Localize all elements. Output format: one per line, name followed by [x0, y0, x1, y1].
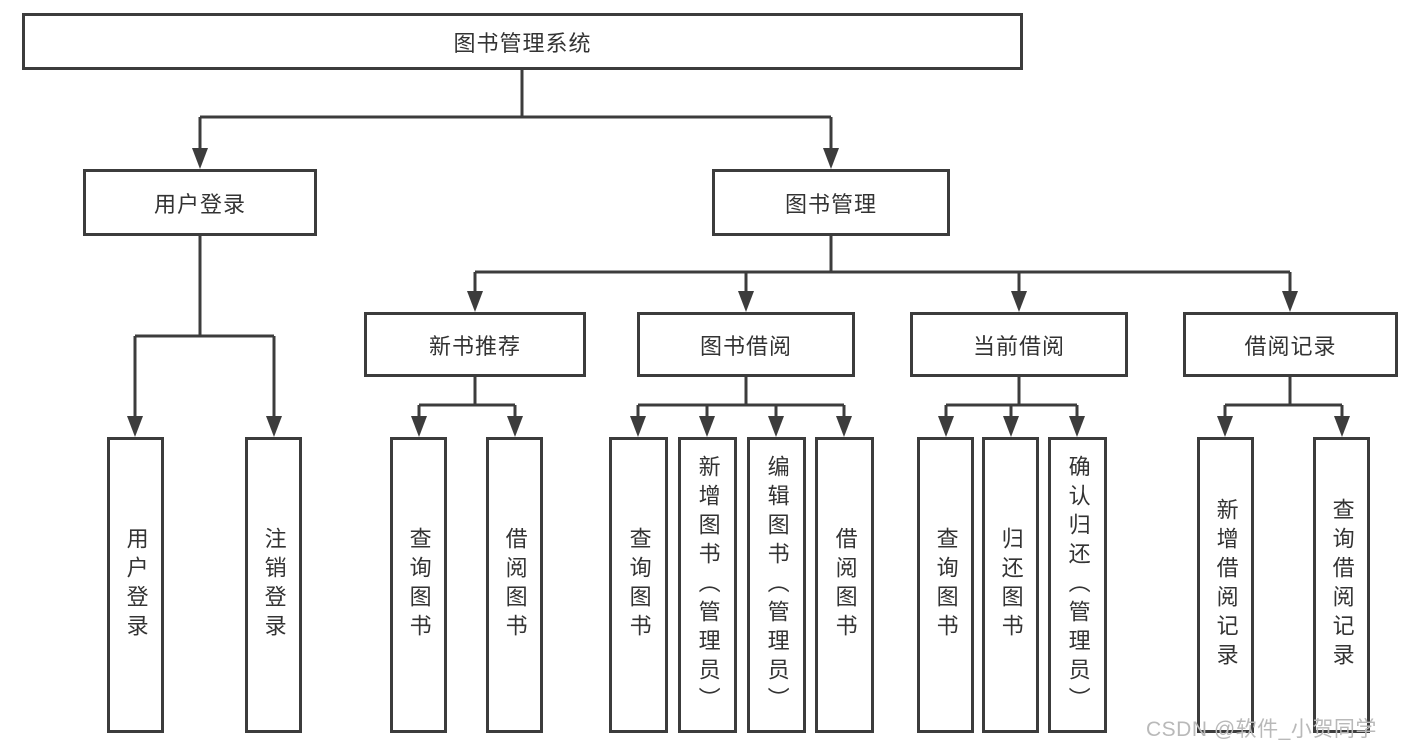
- node-user-login-label: 用户登录: [153, 191, 246, 217]
- node-borrow-records: 借阅记录: [1183, 312, 1398, 377]
- arrowhead-login: [192, 148, 208, 169]
- arrowheads: [127, 148, 1350, 437]
- leaf-add-borrow-record-label: 新增借阅记录: [1213, 498, 1239, 672]
- leaf-user-login-label: 用户登录: [123, 527, 149, 643]
- leaf-current-query-books: 查询图书: [917, 437, 974, 733]
- node-book-borrow-label: 图书借阅: [699, 333, 792, 359]
- node-book-management: 图书管理: [712, 169, 950, 236]
- arrowhead-login-leaf-2: [266, 416, 282, 437]
- node-current-borrow-label: 当前借阅: [972, 333, 1065, 359]
- arrowhead-recommend: [467, 291, 483, 312]
- leaf-recommend-borrow-books: 借阅图书: [486, 437, 543, 733]
- node-borrow-records-label: 借阅记录: [1244, 333, 1337, 359]
- leaf-borrow-add-books-admin: 新增图书（管理员）: [678, 437, 737, 733]
- leaf-user-login: 用户登录: [107, 437, 164, 733]
- leaf-borrow-edit-books-admin: 编辑图书（管理员）: [747, 437, 806, 733]
- arrowhead-borrow-leaf-1: [630, 416, 646, 437]
- arrowhead-records-leaf-2: [1334, 416, 1350, 437]
- node-book-management-label: 图书管理: [784, 191, 877, 217]
- leaf-logout: 注销登录: [245, 437, 302, 733]
- arrowhead-borrow-leaf-4: [836, 416, 852, 437]
- leaf-current-return-books-label: 归还图书: [998, 527, 1024, 643]
- leaf-current-confirm-return-admin: 确认归还（管理员）: [1048, 437, 1107, 733]
- node-new-book-recommend: 新书推荐: [364, 312, 586, 377]
- arrowhead-current: [1011, 291, 1027, 312]
- leaf-borrow-borrow-books: 借阅图书: [815, 437, 874, 733]
- csdn-watermark: CSDN @软件_小贺同学: [1146, 718, 1377, 741]
- arrowhead-borrow: [738, 291, 754, 312]
- leaf-recommend-borrow-books-label: 借阅图书: [502, 527, 528, 643]
- arrowhead-current-leaf-1: [938, 416, 954, 437]
- node-library-system: 图书管理系统: [22, 13, 1023, 70]
- node-new-book-recommend-label: 新书推荐: [428, 333, 521, 359]
- arrowhead-current-leaf-2: [1003, 416, 1019, 437]
- leaf-recommend-query-books-label: 查询图书: [406, 527, 432, 643]
- leaf-logout-label: 注销登录: [261, 527, 287, 643]
- node-current-borrow: 当前借阅: [910, 312, 1128, 377]
- arrowhead-recommend-leaf-1: [411, 416, 427, 437]
- leaf-recommend-query-books: 查询图书: [390, 437, 447, 733]
- leaf-current-return-books: 归还图书: [982, 437, 1039, 733]
- node-book-borrow: 图书借阅: [637, 312, 855, 377]
- leaf-borrow-borrow-books-label: 借阅图书: [832, 527, 858, 643]
- leaf-query-borrow-record-label: 查询借阅记录: [1329, 498, 1355, 672]
- node-user-login: 用户登录: [83, 169, 317, 236]
- leaf-current-confirm-return-admin-label: 确认归还（管理员）: [1065, 454, 1091, 716]
- arrowhead-records-leaf-1: [1217, 416, 1233, 437]
- arrowhead-borrow-leaf-2: [699, 416, 715, 437]
- arrowhead-bookmgmt: [823, 148, 839, 169]
- leaf-add-borrow-record: 新增借阅记录: [1197, 437, 1254, 733]
- leaf-borrow-add-books-admin-label: 新增图书（管理员）: [695, 454, 721, 716]
- arrowhead-records: [1282, 291, 1298, 312]
- arrowhead-recommend-leaf-2: [507, 416, 523, 437]
- leaf-query-borrow-record: 查询借阅记录: [1313, 437, 1370, 733]
- node-library-system-label: 图书管理系统: [453, 30, 592, 56]
- arrowhead-borrow-leaf-3: [768, 416, 784, 437]
- arrowhead-login-leaf-1: [127, 416, 143, 437]
- leaf-borrow-query-books-label: 查询图书: [626, 527, 652, 643]
- leaf-borrow-edit-books-admin-label: 编辑图书（管理员）: [764, 454, 790, 716]
- connector-lines: [133, 69, 1344, 418]
- leaf-borrow-query-books: 查询图书: [609, 437, 668, 733]
- arrowhead-current-leaf-3: [1069, 416, 1085, 437]
- leaf-current-query-books-label: 查询图书: [933, 527, 959, 643]
